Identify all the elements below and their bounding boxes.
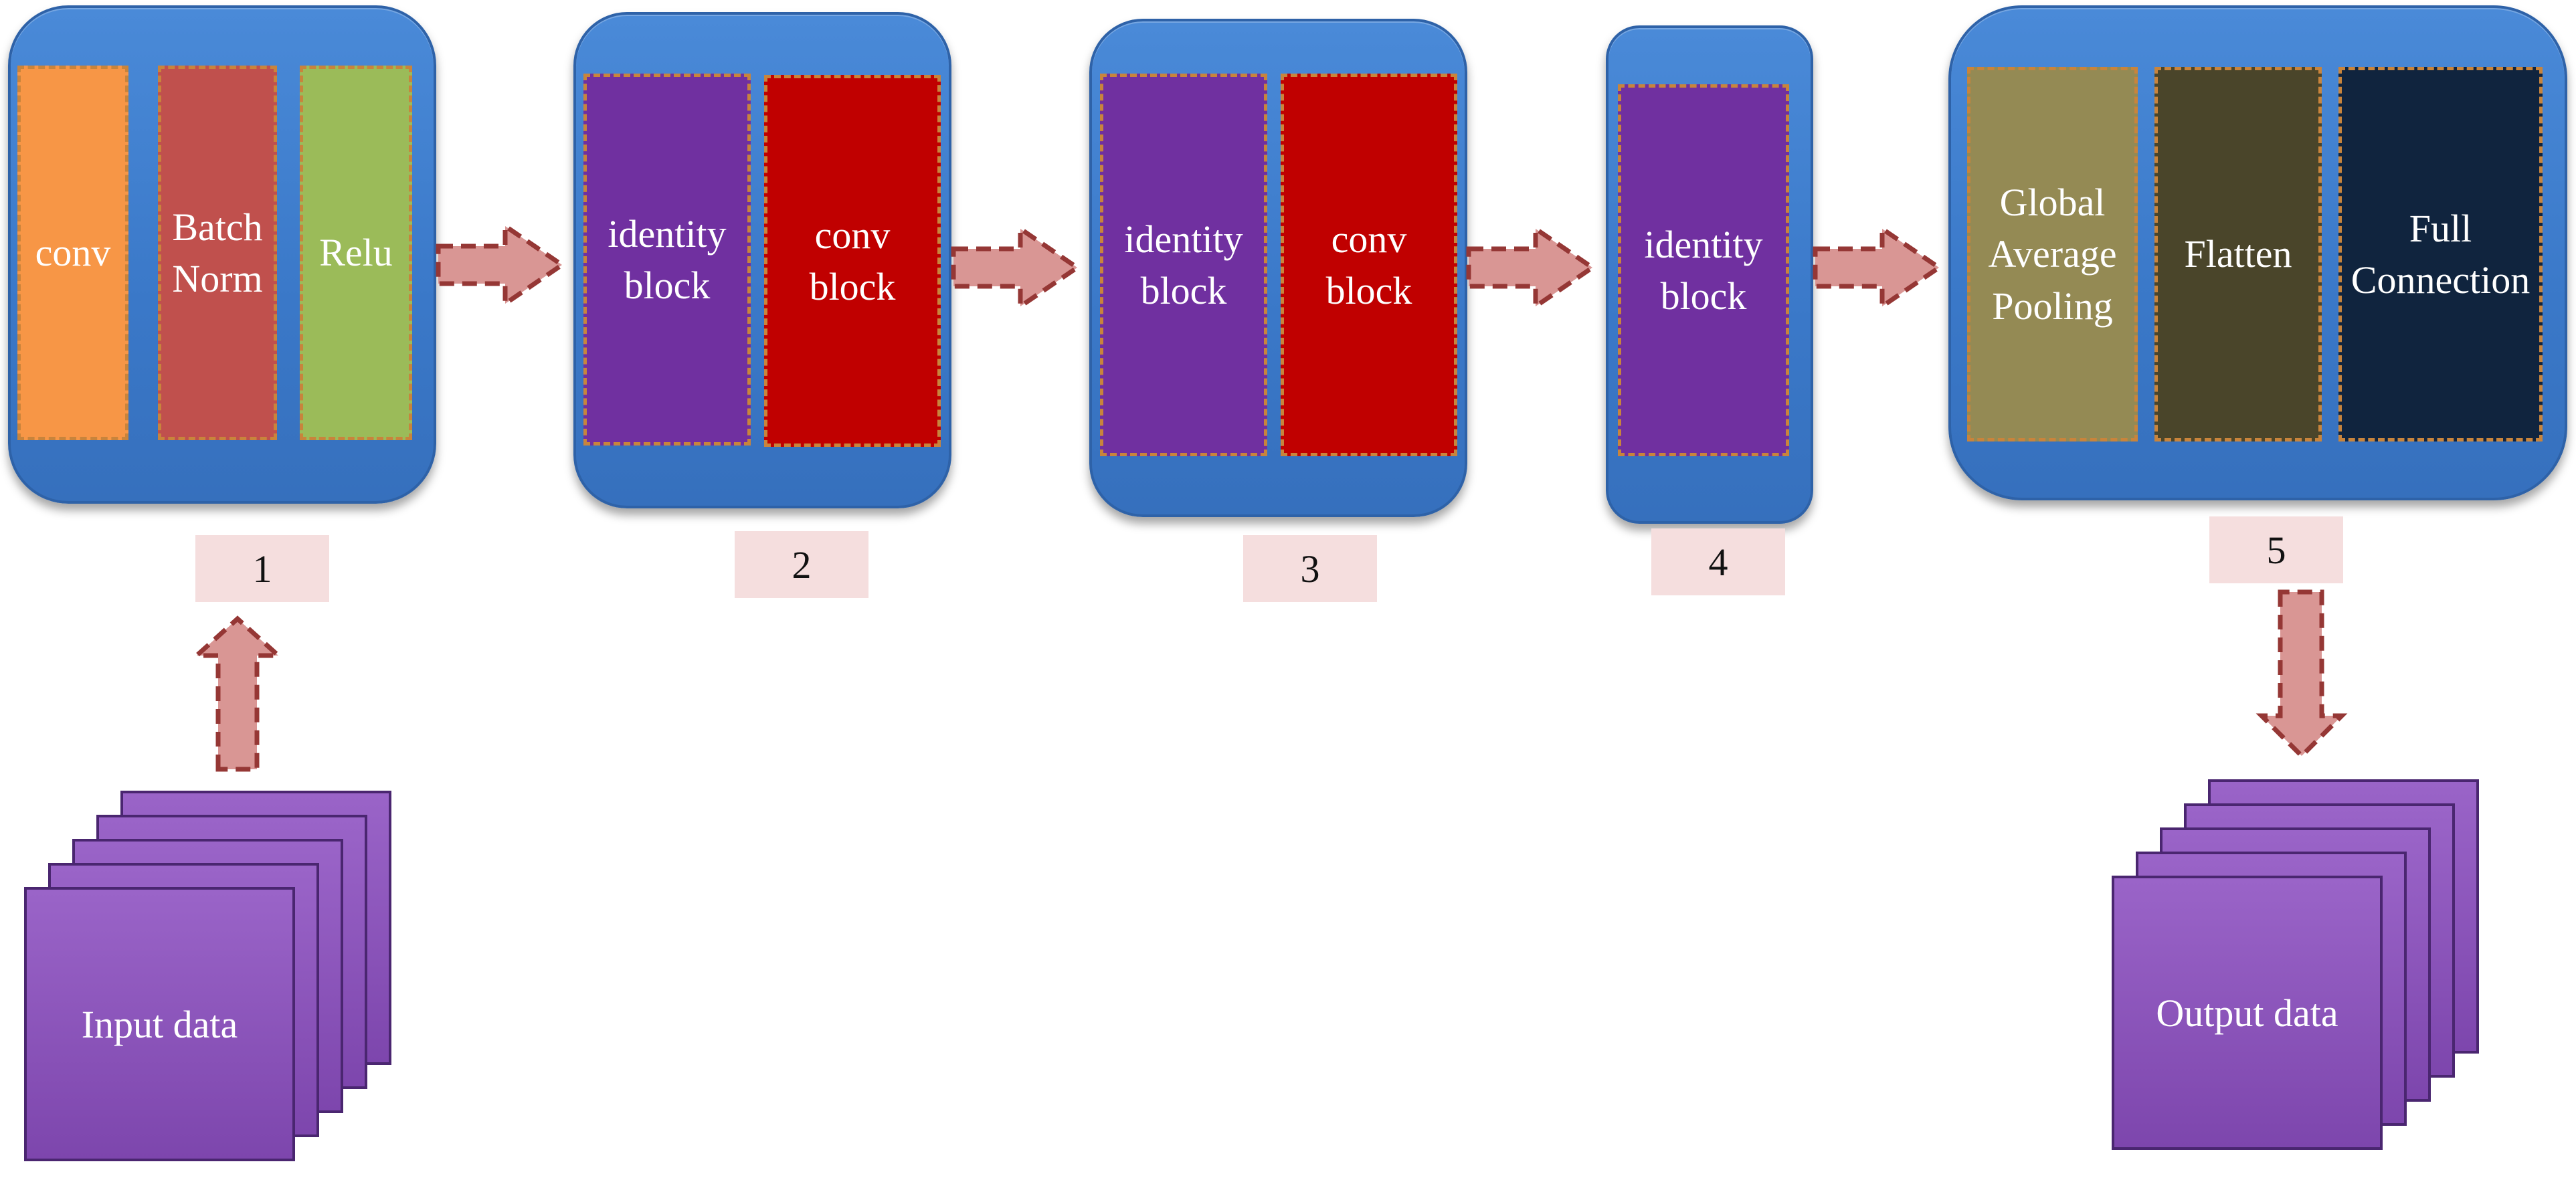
right-arrow xyxy=(1813,224,1944,311)
identity-block-stage-3: identity block xyxy=(1100,74,1267,456)
global-average-pooling-layer: Global Average Pooling xyxy=(1967,67,2138,441)
relu-layer: Relu xyxy=(300,66,412,440)
conv-block-label: conv block xyxy=(1325,217,1412,312)
input-data-label: Input data xyxy=(81,1002,238,1046)
up-arrow xyxy=(190,615,285,772)
stage-5-number-text: 5 xyxy=(2266,528,2286,572)
identity-block-label: identity block xyxy=(608,211,727,307)
relu-label: Relu xyxy=(319,231,393,275)
full-connection-label: Full Connection xyxy=(2351,206,2531,302)
identity-block-stage-4: identity block xyxy=(1618,84,1789,456)
identity-block-label: identity block xyxy=(1644,222,1763,318)
global-average-pooling-label: Global Average Pooling xyxy=(1988,181,2117,328)
stage-1-number-text: 1 xyxy=(252,547,272,591)
right-arrow xyxy=(1466,224,1597,311)
conv-block-stage-2: conv block xyxy=(764,75,941,447)
down-arrow xyxy=(2256,589,2348,759)
output-sheet-front: Output data xyxy=(2112,876,2383,1150)
stage-3-number: 3 xyxy=(1243,535,1377,602)
conv-block-label: conv block xyxy=(809,213,896,308)
identity-block-stage-2: identity block xyxy=(583,74,751,446)
stage-4-number: 4 xyxy=(1651,528,1785,595)
conv-block-stage-3: conv block xyxy=(1281,74,1457,456)
batch-norm-layer: Batch Norm xyxy=(158,66,277,440)
batch-norm-label: Batch Norm xyxy=(172,205,263,300)
right-arrow xyxy=(436,221,567,308)
flatten-layer: Flatten xyxy=(2154,67,2322,441)
stage-1-number: 1 xyxy=(195,535,329,602)
stage-2-number: 2 xyxy=(735,531,868,598)
stage-5-number: 5 xyxy=(2209,516,2343,583)
stage-3-number-text: 3 xyxy=(1300,547,1320,591)
conv-label: conv xyxy=(35,231,111,275)
flatten-label: Flatten xyxy=(2184,232,2292,276)
output-data-label: Output data xyxy=(2156,991,2338,1035)
right-arrow xyxy=(951,224,1082,311)
identity-block-label: identity block xyxy=(1124,217,1243,312)
full-connection-layer: Full Connection xyxy=(2338,67,2543,441)
stage-2-number-text: 2 xyxy=(792,542,812,587)
conv-layer: conv xyxy=(17,66,128,440)
input-sheet-front: Input data xyxy=(24,887,295,1161)
stage-4-number-text: 4 xyxy=(1708,540,1728,584)
